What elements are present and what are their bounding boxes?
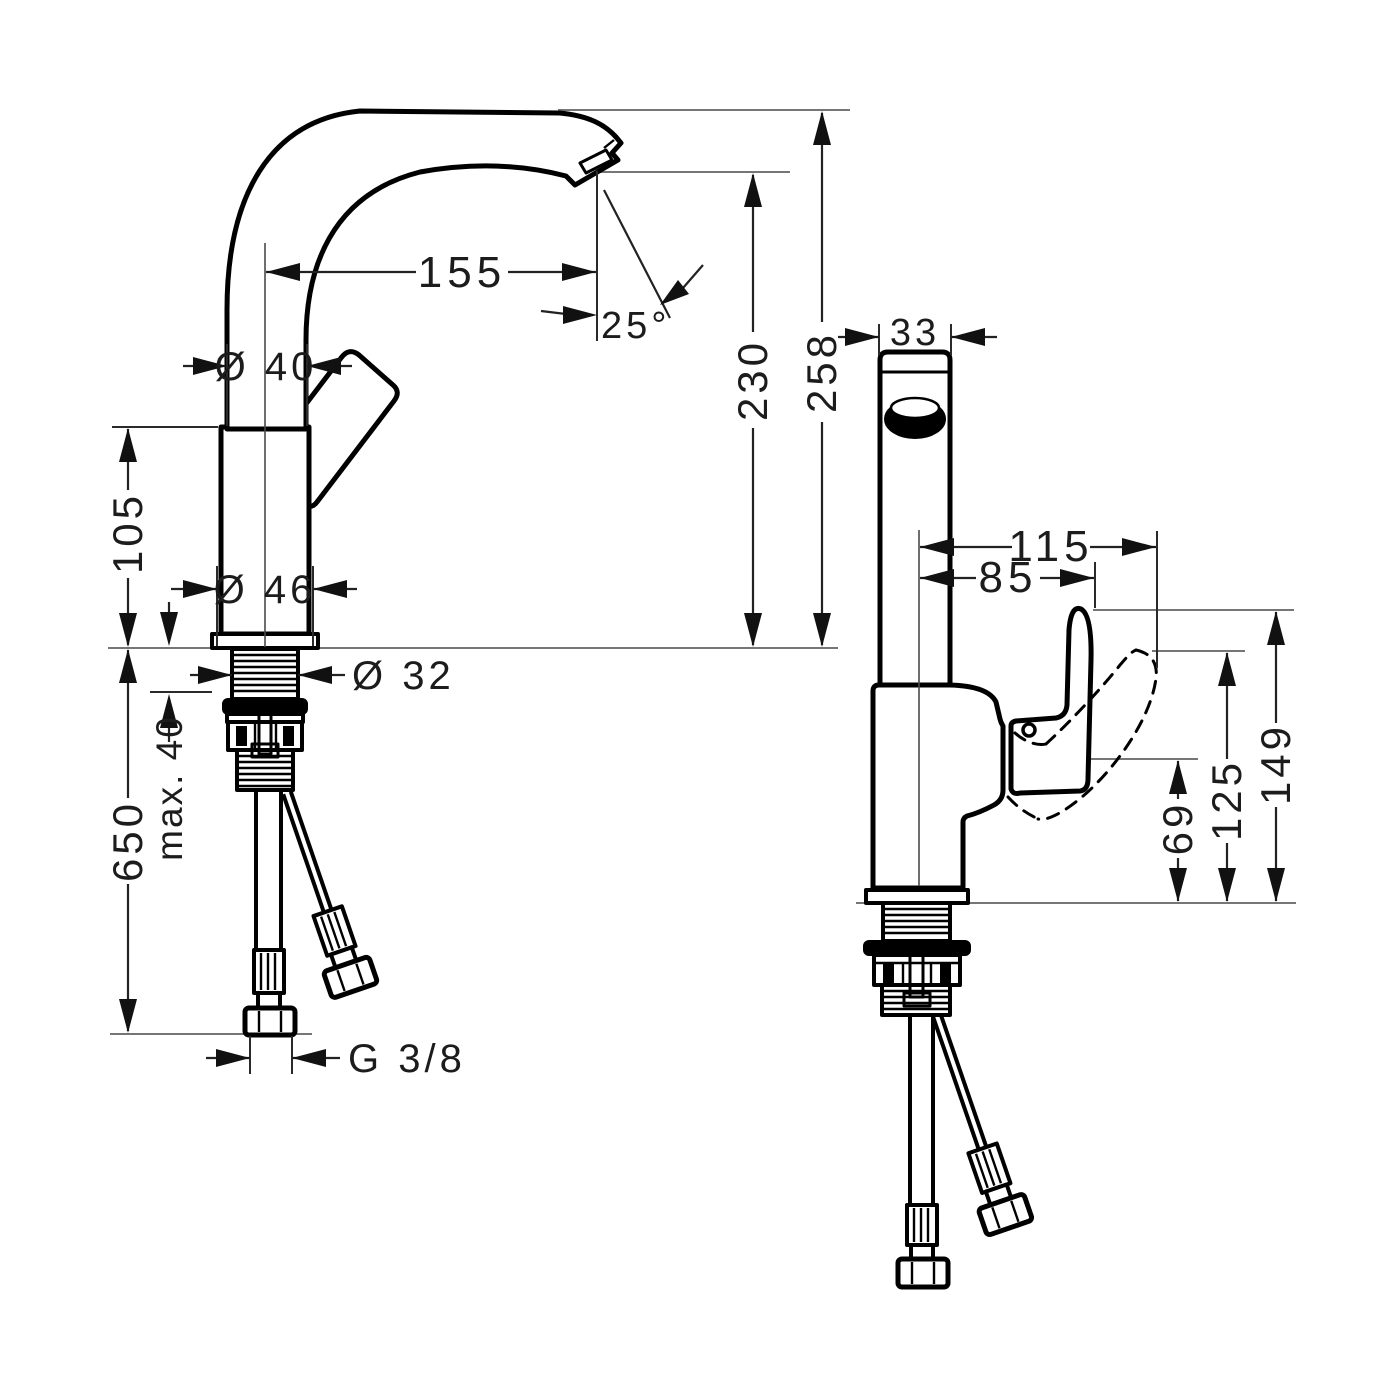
dim-outlet-height: 230 (729, 173, 776, 647)
dim-label-spout-angle: 25° (601, 305, 670, 347)
front-view (210, 108, 624, 1038)
dim-label-outlet-height: 230 (729, 339, 776, 421)
dim-body-height: 105 (104, 426, 218, 647)
spout-outline-front (224, 108, 624, 432)
dim-connection-thread: G 3/8 (206, 1036, 466, 1081)
dim-label-handle-tip-height: 149 (1252, 723, 1299, 805)
straight-hose-side (895, 1015, 951, 1290)
hose-nut-angled-front (321, 954, 380, 1000)
straight-hose-front (242, 790, 298, 1038)
mounting-nut-front (225, 712, 305, 752)
shank-threads-upper-side (881, 901, 952, 943)
aerator-detail (578, 148, 614, 175)
dim-label-spout-reach: 155 (418, 248, 506, 297)
body-outline-side (870, 682, 1006, 891)
dim-label-max-thickness: max. 40 (149, 715, 190, 861)
dim-max-thickness: max. 40 (149, 602, 212, 861)
dim-body-diameter: Ø 46 (171, 566, 357, 646)
dim-label-spout-diameter: Ø 40 (215, 345, 318, 389)
handle-indicator-dot (1021, 722, 1037, 738)
dim-label-spout-width: 33 (890, 312, 940, 354)
dim-spout-reach: 155 (266, 171, 598, 341)
dim-label-shank-diameter: Ø 32 (352, 654, 455, 698)
mounting-nut-side (872, 953, 962, 987)
hose-nut-front (242, 1005, 298, 1038)
dim-label-body-height: 105 (104, 492, 151, 574)
angled-hose-front (281, 791, 380, 1000)
dim-handle-underside-height: 69 (1154, 760, 1201, 902)
gasket-side (863, 940, 971, 956)
dim-handle-raised-height: 125 (1203, 652, 1250, 902)
dim-label-handle-reach: 115 (1008, 522, 1093, 571)
shank-threads-lower-side (880, 983, 952, 1017)
handle-raised-dashed (1006, 648, 1158, 821)
dim-handle-reach: 115 (920, 522, 1158, 668)
dim-total-height: 258 (798, 111, 845, 647)
spout-tip-line (603, 139, 615, 149)
dim-label-total-height: 258 (798, 331, 845, 413)
dim-spout-angle: 25° (540, 189, 704, 347)
dim-spout-diameter: Ø 40 (183, 344, 352, 426)
dim-label-body-diameter: Ø 46 (214, 568, 317, 612)
dim-hose-length: 650 (104, 649, 151, 1033)
shank-threads-upper-front (230, 647, 300, 701)
gasket-front (222, 698, 308, 715)
dim-shank-diameter: Ø 32 (190, 654, 455, 698)
dim-spout-width: 33 (838, 312, 997, 355)
side-dimensions: 33 115 85 69 (838, 312, 1299, 902)
dim-handle-offset: 85 (920, 553, 1096, 608)
angled-hose-side (931, 1014, 1035, 1238)
dim-label-handle-offset: 85 (979, 553, 1038, 602)
front-dimensions: 155 25° 230 258 (104, 111, 845, 1081)
handle-outline-side (1008, 605, 1094, 796)
shank-threads-lower-front (235, 748, 295, 792)
dim-label-handle-underside-height: 69 (1154, 801, 1201, 856)
hose-nut-angled-side (976, 1192, 1035, 1238)
popup-rod-side (902, 953, 932, 1008)
spout-opening-rim (889, 396, 941, 420)
dim-label-handle-raised-height: 125 (1203, 759, 1250, 841)
hose-nut-side (895, 1256, 951, 1290)
dim-label-connection-thread: G 3/8 (348, 1037, 466, 1081)
popup-rod-front (250, 712, 280, 759)
dim-handle-tip-height: 149 (1252, 611, 1299, 902)
side-view (863, 349, 1158, 1290)
dim-label-hose-length: 650 (104, 800, 151, 882)
